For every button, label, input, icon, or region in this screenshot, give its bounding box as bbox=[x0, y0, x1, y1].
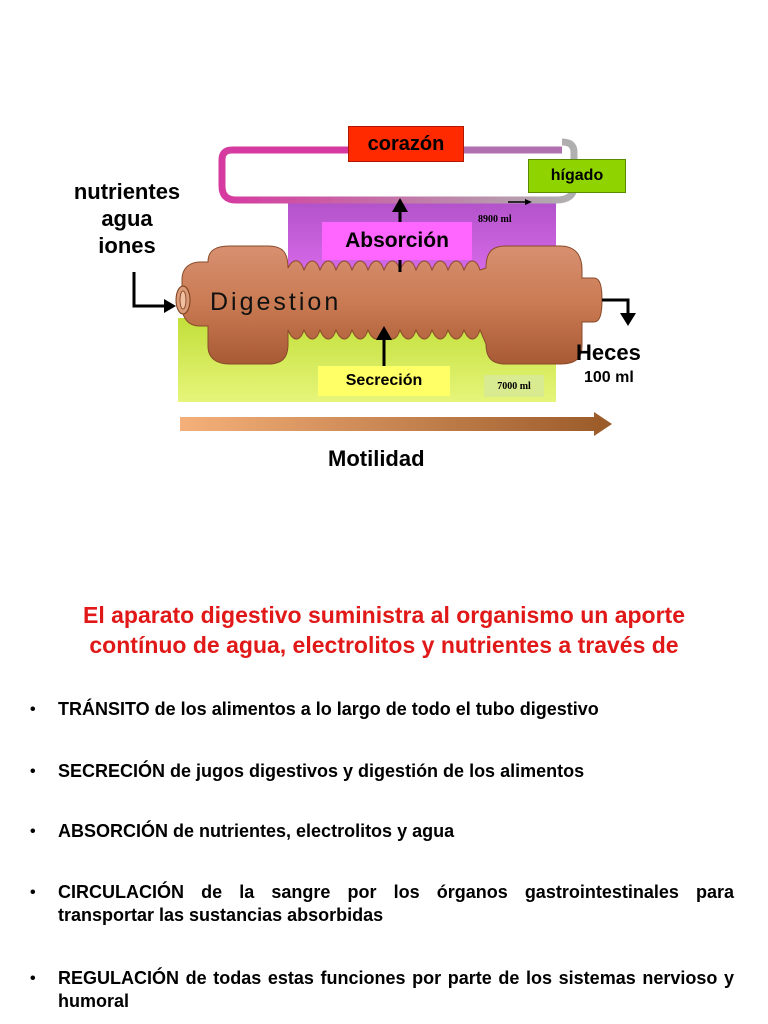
bullet-text: de jugos digestivos y digestión de los a… bbox=[165, 761, 585, 781]
feces-label: Heces bbox=[576, 340, 641, 365]
input-nutrients: nutrientes bbox=[73, 179, 181, 204]
bullet-dot: • bbox=[30, 763, 36, 780]
bullet-bold: CIRCULACIÓN bbox=[58, 882, 184, 902]
bullet-bold: ABSORCIÓN bbox=[58, 821, 169, 841]
bullet-bold: TRÁNSITO bbox=[58, 699, 150, 719]
liver-box: hígado bbox=[528, 159, 626, 193]
heart-box: corazón bbox=[348, 126, 464, 162]
bullet-dot: • bbox=[30, 970, 36, 987]
absorption-box: Absorción bbox=[322, 222, 472, 260]
absorption-volume: 8900 ml bbox=[478, 214, 512, 225]
bullet-text: de todas estas funciones por parte de lo… bbox=[58, 968, 734, 1011]
secretion-volume-box: 7000 ml bbox=[484, 375, 544, 397]
heading-line-2: contínuo de agua, electrolitos y nutrien… bbox=[89, 632, 679, 658]
page-heading: El aparato digestivo suministra al organ… bbox=[0, 600, 768, 660]
liver-label: hígado bbox=[550, 167, 604, 184]
digestive-tube bbox=[181, 245, 603, 365]
feces-volume: 100 ml bbox=[584, 369, 634, 386]
motility-arrow bbox=[180, 412, 612, 436]
bullet-bold: SECRECIÓN bbox=[58, 761, 166, 781]
heart-label: corazón bbox=[367, 132, 445, 155]
bullet-dot: • bbox=[30, 884, 36, 901]
bullet-bold: REGULACIÓN bbox=[58, 968, 179, 988]
input-water: agua bbox=[101, 206, 153, 231]
absorption-label: Absorción bbox=[345, 229, 449, 252]
digestive-system-diagram: corazón hígado Absorción 8900 ml Digesti… bbox=[0, 0, 768, 500]
digestion-label: Digestion bbox=[210, 288, 342, 316]
bullet-text: de nutrientes, electrolitos y agua bbox=[168, 821, 455, 841]
nutrient-inputs: nutrientes agua iones bbox=[52, 178, 202, 259]
diagram-graphics bbox=[132, 138, 636, 436]
motility-label: Motilidad bbox=[328, 446, 425, 471]
secretion-label: Secreción bbox=[345, 372, 423, 389]
feces-outlet-arrow bbox=[602, 298, 630, 316]
bullet-dot: • bbox=[30, 701, 36, 718]
secretion-box: Secreción bbox=[318, 366, 450, 396]
heading-line-1: El aparato digestivo suministra al organ… bbox=[83, 602, 685, 628]
bullet-dot: • bbox=[30, 823, 36, 840]
bullet-text: de los alimentos a lo largo de todo el t… bbox=[149, 699, 599, 719]
secretion-volume: 7000 ml bbox=[497, 380, 531, 392]
nutrient-inlet-arrow bbox=[132, 272, 168, 308]
circulation-loop bbox=[218, 138, 578, 204]
bullet-text: de la sangre por los órganos gastrointes… bbox=[58, 882, 734, 925]
input-ions: iones bbox=[98, 233, 156, 258]
